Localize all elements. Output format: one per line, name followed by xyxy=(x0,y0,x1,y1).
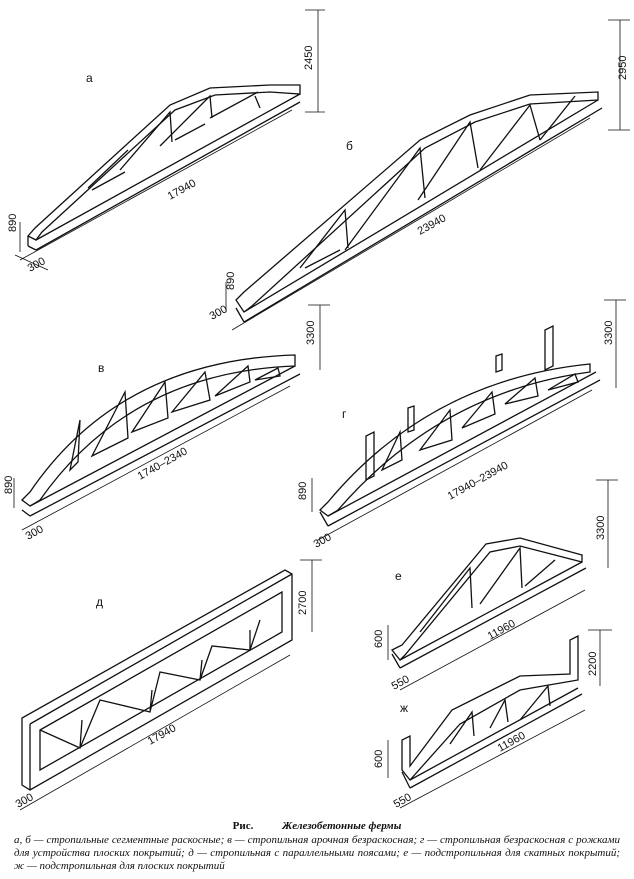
truss-e-web xyxy=(419,546,556,633)
truss-e-span: 11960 xyxy=(486,618,518,643)
truss-zh: ж 11960 2200 600 550 xyxy=(373,629,612,811)
truss-e-height: 3300 xyxy=(595,516,607,540)
truss-b-depth: 890 xyxy=(225,272,237,290)
truss-d-tag: д xyxy=(96,595,103,609)
figure-caption: Рис. Железобетонные фермы а, б — стропил… xyxy=(14,820,620,873)
truss-g-panels xyxy=(380,373,579,472)
truss-d-inner xyxy=(39,590,283,772)
truss-d-height: 2700 xyxy=(297,591,309,615)
truss-d-width: 300 xyxy=(14,791,36,810)
truss-d: д 17940 2700 300 xyxy=(14,559,322,811)
truss-v-dim-lines xyxy=(13,304,330,531)
truss-g-height: 3300 xyxy=(603,321,615,345)
truss-a-tag: а xyxy=(86,71,93,85)
truss-g-width: 300 xyxy=(312,531,334,550)
truss-zh-span: 11960 xyxy=(496,730,528,755)
truss-v: в 1740–2340 3300 890 300 xyxy=(3,304,330,543)
truss-a-span: 17940 xyxy=(166,177,199,202)
truss-a-outline xyxy=(26,84,301,241)
truss-a-height: 2450 xyxy=(303,46,315,70)
figure-label: Рис. xyxy=(232,820,254,832)
truss-zh-tag: ж xyxy=(400,701,408,715)
truss-g-dim-lines xyxy=(311,299,626,541)
truss-e: е 11960 3300 600 550 xyxy=(373,479,618,693)
truss-b-web xyxy=(299,95,576,269)
truss-zh-outline xyxy=(401,634,579,782)
truss-a-depth: 890 xyxy=(7,214,19,232)
truss-v-bottom-chord xyxy=(21,365,301,517)
truss-g-depth: 890 xyxy=(297,482,309,500)
truss-e-bottom-chord xyxy=(391,561,587,669)
truss-zh-web xyxy=(449,684,551,745)
truss-v-panels xyxy=(68,364,281,472)
truss-e-depth: 600 xyxy=(373,630,385,648)
truss-g-horns xyxy=(365,324,554,482)
truss-zh-depth: 600 xyxy=(373,750,385,768)
truss-v-span: 1740–2340 xyxy=(136,445,190,482)
figure-title: Железобетонные фермы xyxy=(282,820,402,832)
truss-a-web xyxy=(87,91,261,191)
truss-v-tag: в xyxy=(98,361,104,375)
truss-b-bottom-chord xyxy=(235,99,603,323)
truss-a-dim-lines xyxy=(14,9,325,271)
truss-e-outline xyxy=(390,537,583,661)
truss-d-span: 17940 xyxy=(146,722,179,747)
truss-a-width: 300 xyxy=(26,255,48,274)
truss-v-depth: 890 xyxy=(3,476,15,494)
caption-title-row: Рис. Железобетонные фермы xyxy=(14,820,620,833)
truss-e-dim-lines xyxy=(387,479,618,691)
truss-d-dim-lines xyxy=(19,559,322,811)
truss-zh-width: 550 xyxy=(392,791,414,810)
truss-g-bottom-chord xyxy=(319,371,601,527)
truss-g-tag: г xyxy=(342,407,347,421)
truss-zh-bottom-chord xyxy=(401,687,583,789)
truss-a-bottom-chord xyxy=(27,93,301,251)
truss-drawings: а 17940 2450 890 300 б 23940 2950 890 30… xyxy=(3,9,630,811)
truss-b-outline xyxy=(235,91,599,313)
truss-e-width: 550 xyxy=(390,673,412,692)
truss-v-width: 300 xyxy=(24,523,46,542)
truss-b: б 23940 2950 890 300 xyxy=(208,19,630,331)
truss-g: г 17940–23940 3300 890 300 xyxy=(297,299,626,551)
truss-g-span: 17940–23940 xyxy=(446,460,511,503)
truss-a: а 17940 2450 890 300 xyxy=(7,9,325,275)
truss-zh-height: 2200 xyxy=(587,652,599,676)
truss-b-dim-lines xyxy=(225,19,630,331)
truss-g-outline xyxy=(319,363,591,517)
truss-v-height: 3300 xyxy=(305,321,317,345)
truss-d-web xyxy=(39,619,261,749)
truss-d-outline xyxy=(21,569,293,791)
truss-v-outline xyxy=(21,354,296,507)
figure-description: а, б — стропильные сегментные раскосные;… xyxy=(14,834,620,872)
truss-b-height: 2950 xyxy=(617,56,629,80)
truss-zh-dim-lines xyxy=(387,629,612,809)
truss-b-tag: б xyxy=(346,139,353,153)
truss-e-tag: е xyxy=(395,569,402,583)
